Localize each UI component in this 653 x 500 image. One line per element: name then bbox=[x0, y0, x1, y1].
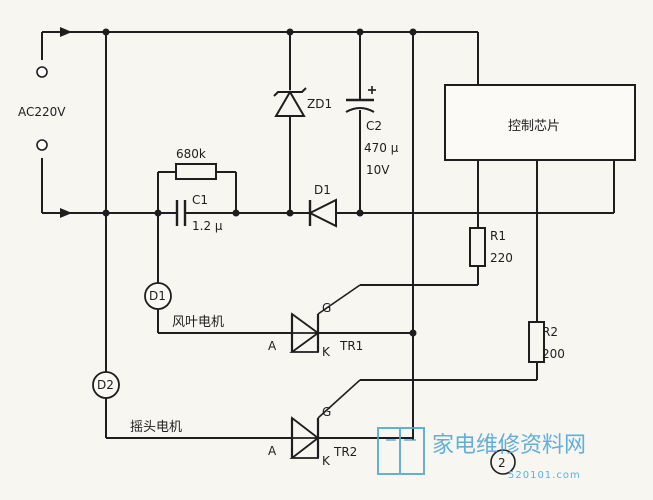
r1-name: R1 bbox=[490, 229, 506, 243]
zener-diode-icon bbox=[274, 90, 306, 117]
swing-motor-branch: D2 摇头电机 A G K TR2 bbox=[92, 371, 413, 468]
c2-value: 470 μ bbox=[364, 141, 399, 155]
node-circle-icon bbox=[490, 449, 516, 475]
arrow-icon bbox=[60, 27, 72, 37]
r1-value: 220 bbox=[490, 251, 513, 265]
ac-source: AC220V bbox=[18, 66, 66, 151]
junction-dots bbox=[102, 28, 417, 337]
chip-box bbox=[444, 84, 636, 161]
control-chip: 控制芯片 bbox=[444, 84, 636, 161]
watermark-text: 家电维修资料网 bbox=[432, 433, 586, 458]
c1-value: 1.2 μ bbox=[192, 219, 223, 233]
node-2-label: 2 bbox=[498, 456, 506, 470]
watermark: 家电维修资料网 520101.com bbox=[377, 427, 586, 481]
diode-label: D1 bbox=[314, 183, 331, 197]
tr2-g: G bbox=[322, 405, 331, 419]
book-icon bbox=[377, 427, 425, 475]
triac-tr2: A G K TR2 bbox=[268, 379, 413, 468]
diode-d1: D1 bbox=[307, 183, 337, 228]
node-d2-label: D2 bbox=[97, 378, 114, 392]
r2-value: 200 bbox=[542, 347, 565, 361]
terminal-icon bbox=[36, 66, 48, 78]
terminal-icon bbox=[36, 139, 48, 151]
swing-motor-label: 摇头电机 bbox=[130, 420, 182, 435]
tr2-k: K bbox=[322, 454, 331, 468]
motor-node-icon bbox=[92, 371, 120, 399]
c2-voltage: 10V bbox=[366, 163, 390, 177]
c2-name: C2 bbox=[366, 119, 382, 133]
resistor-680k-label: 680k bbox=[176, 147, 206, 161]
zener-label: ZD1 bbox=[307, 97, 332, 111]
resistor-r2: R2 200 bbox=[360, 160, 565, 381]
rc-dropper: 680k C1 1.2 μ bbox=[157, 147, 237, 233]
tr1-k: K bbox=[322, 345, 331, 359]
resistor-680k-icon bbox=[175, 163, 217, 180]
capacitor-c2: C2 470 μ 10V bbox=[345, 32, 399, 213]
tr2-name: TR2 bbox=[333, 445, 357, 459]
resistor-r1-icon bbox=[469, 227, 486, 267]
fan-motor-branch: D1 风叶电机 A G K TR1 bbox=[144, 213, 413, 359]
tr1-a: A bbox=[268, 339, 277, 353]
top-rail bbox=[41, 27, 479, 85]
c1-name: C1 bbox=[192, 193, 208, 207]
node-2: 2 bbox=[490, 449, 516, 475]
triac-tr1: A G K TR1 bbox=[268, 284, 413, 359]
fan-motor-label: 风叶电机 bbox=[172, 315, 224, 330]
tr2-a: A bbox=[268, 444, 277, 458]
tr1-name: TR1 bbox=[339, 339, 363, 353]
tr1-g: G bbox=[322, 301, 331, 315]
resistor-r1: R1 220 bbox=[360, 160, 513, 286]
r2-name: R2 bbox=[542, 325, 558, 339]
source-label: AC220V bbox=[18, 105, 66, 119]
node-d1-label: D1 bbox=[149, 289, 166, 303]
watermark-url: 520101.com bbox=[508, 470, 581, 481]
chip-label: 控制芯片 bbox=[508, 119, 560, 134]
arrow-icon bbox=[60, 208, 72, 218]
zener-zd1: ZD1 bbox=[273, 32, 332, 213]
